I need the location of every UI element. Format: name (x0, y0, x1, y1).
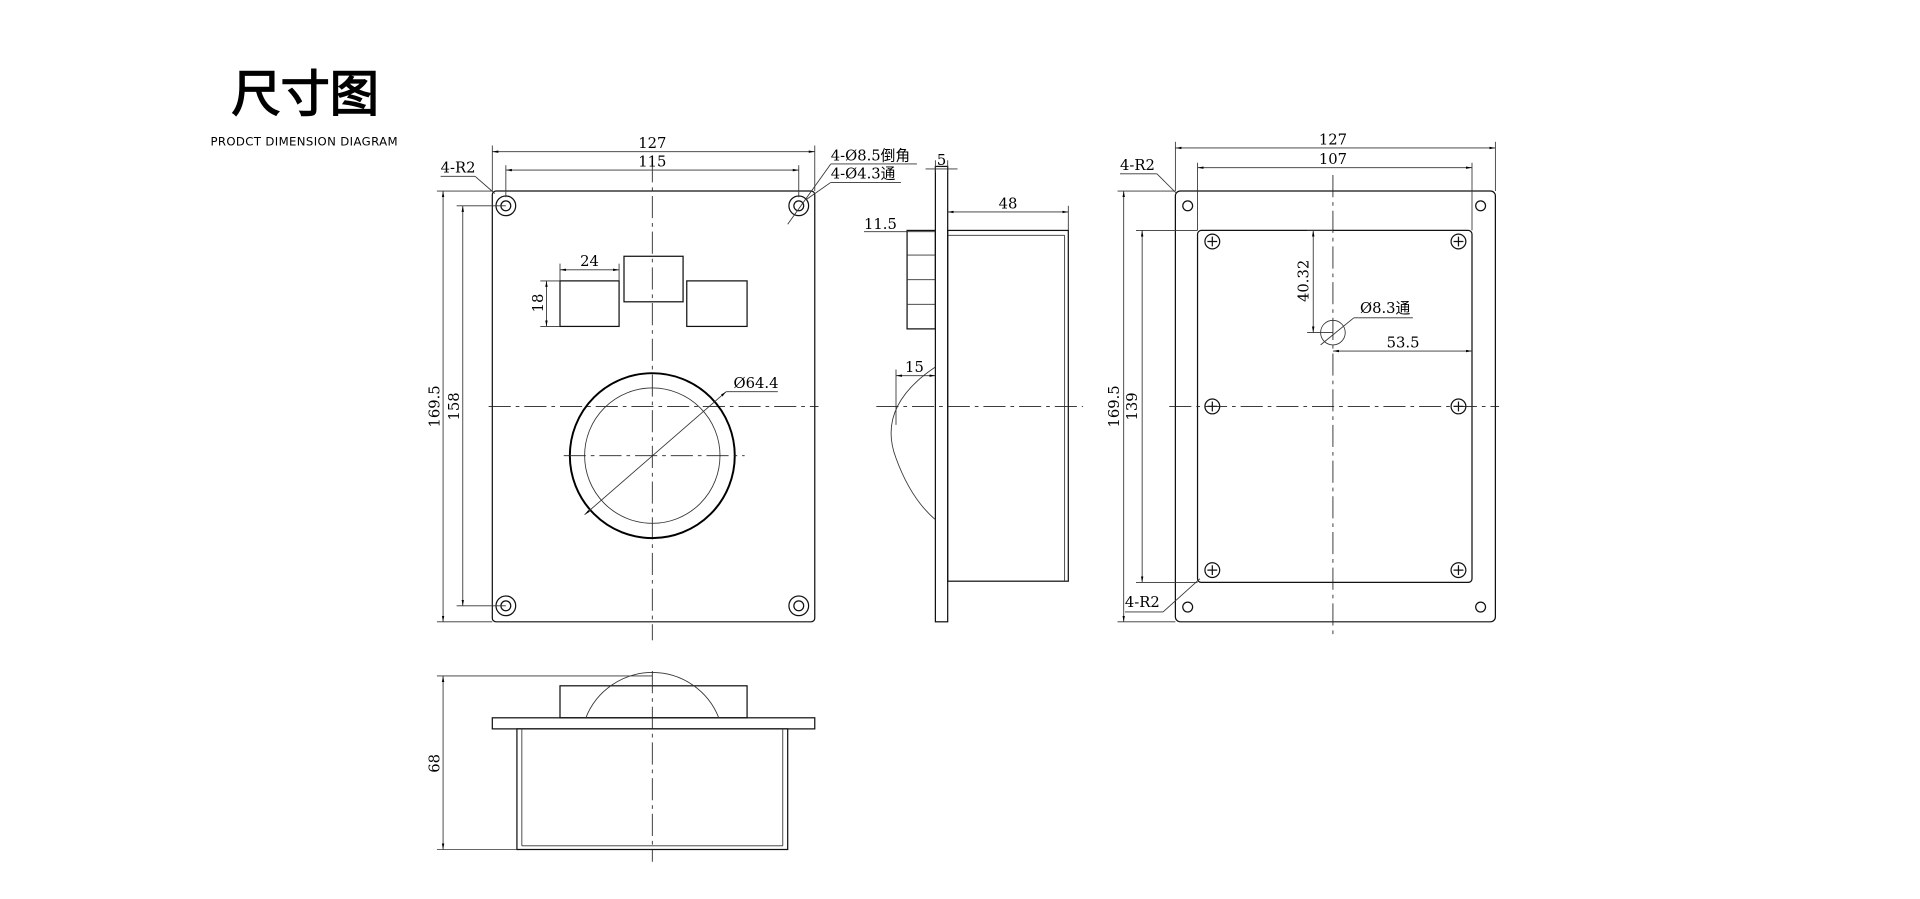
note-corner-radius: 4-R2 (441, 160, 476, 177)
page-subtitle: PRODCT DIMENSION DIAGRAM (210, 134, 397, 148)
middle-button (623, 255, 684, 303)
dim-hole-offset-x: 53.5 (1387, 334, 1420, 351)
dim-body-width: 107 (1319, 151, 1347, 168)
bottom-view: 68 (426, 671, 816, 862)
dim-ball-protrusion: 15 (905, 359, 924, 376)
note-corner-radius-bottom: 4-R2 (1125, 594, 1160, 611)
dim-plate-thickness: 5 (937, 152, 946, 169)
dim-button-protrusion: 11.5 (864, 216, 897, 233)
dim-front-height: 169.5 (426, 385, 443, 427)
back-view: 127 107 4-R2 40.32 Ø8.3通 53.5 169.5 139 … (1106, 131, 1500, 635)
screw-icons (1204, 233, 1467, 579)
note-through-hole: 4-Ø4.3通 (831, 166, 896, 183)
dim-hole-spacing-y: 158 (446, 392, 463, 420)
side-body (947, 229, 1069, 582)
bottom-buttons (559, 685, 748, 719)
note-cable-hole: Ø8.3通 (1360, 300, 1411, 317)
dim-back-width: 127 (1319, 131, 1347, 148)
note-corner-radius-top: 4-R2 (1120, 157, 1155, 174)
dim-ball-diameter: Ø64.4 (734, 375, 779, 392)
front-view: 127 115 4-R2 4-Ø8.5倒角 4-Ø4.3通 169.5 158 … (426, 135, 917, 641)
dim-body-depth: 48 (999, 195, 1018, 212)
dim-button-height: 18 (530, 294, 547, 313)
dim-button-width: 24 (580, 253, 599, 270)
dim-hole-spacing-x: 115 (638, 153, 666, 170)
note-chamfer: 4-Ø8.5倒角 (831, 147, 910, 164)
side-plate (934, 165, 949, 623)
left-button (559, 280, 620, 328)
dim-body-height: 139 (1124, 392, 1141, 420)
dim-hole-offset-y: 40.32 (1295, 260, 1312, 302)
side-ball-dome (890, 366, 936, 520)
page-title: 尺寸图 (231, 65, 379, 123)
bottom-flange (491, 717, 816, 730)
side-view: 5 48 11.5 15 (864, 152, 1084, 623)
right-button (686, 280, 748, 328)
dim-front-width: 127 (638, 135, 666, 152)
dim-total-height: 68 (426, 754, 443, 773)
dim-back-height: 169.5 (1106, 385, 1123, 427)
